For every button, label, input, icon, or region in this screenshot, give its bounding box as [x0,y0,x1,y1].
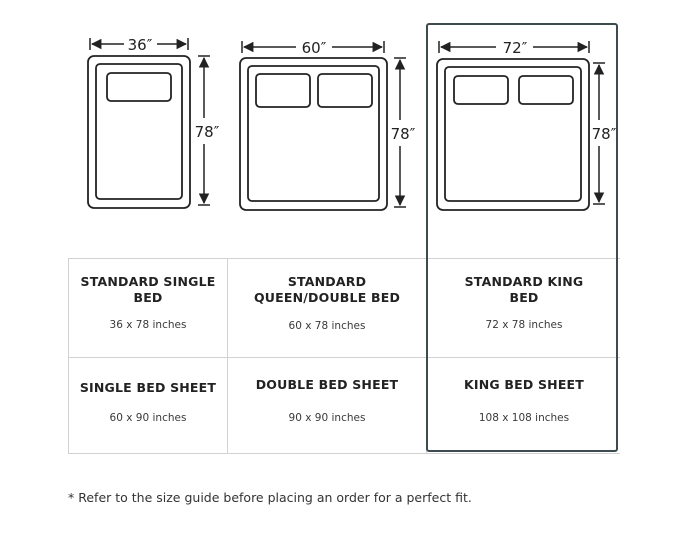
single-pillow [106,72,172,102]
queen-width-dimension: 60″ [241,39,385,57]
single-width-label: 36″ [128,36,153,54]
king-length-label: 78″ [592,125,617,143]
cell-size: 60 x 90 inches [109,412,187,424]
single-length-label: 78″ [195,123,220,141]
cell-title: DOUBLE BED SHEET [255,377,399,392]
queen-width-label: 60″ [302,39,327,57]
table-divider [227,259,228,453]
cell-title: STANDARD KING BED [464,274,584,305]
single-mattress [95,63,183,200]
size-table: STANDARD SINGLE BED 36 x 78 inches STAND… [68,258,620,454]
cell-title: SINGLE BED SHEET [79,380,217,395]
standard-queen-double-bed-cell: STANDARD QUEEN/DOUBLE BED 60 x 78 inches [228,259,426,357]
footnote: * Refer to the size guide before placing… [68,490,472,505]
king-pillow-right [518,75,574,105]
king-width-label: 72″ [503,39,528,57]
single-length-dimension: 78″ [195,55,220,206]
single-bed-frame [87,55,191,209]
single-bed-sheet-cell: SINGLE BED SHEET 60 x 90 inches [69,358,227,454]
queen-length-label: 78″ [391,125,416,143]
cell-title: STANDARD SINGLE BED [80,274,216,305]
single-bed-diagram: 36″ 78″ [87,36,220,209]
queen-pillow-left [255,73,311,108]
queen-bed-diagram: 60″ 78″ [239,39,416,211]
table-divider [69,357,620,358]
king-mattress [444,66,582,202]
cell-size: 108 x 108 inches [478,412,570,424]
king-pillow-left [453,75,509,105]
king-bed-sheet-cell: KING BED SHEET 108 x 108 inches [427,358,621,454]
king-length-dimension: 78″ [592,62,617,205]
queen-bed-frame [239,57,388,211]
cell-size: 72 x 78 inches [485,319,563,331]
cell-size: 36 x 78 inches [109,319,187,331]
cell-size: 60 x 78 inches [288,320,366,332]
bed-diagrams: 36″ 78″ 60″ 78″ [87,36,617,211]
king-width-dimension: 72″ [438,39,590,57]
cell-title: KING BED SHEET [463,377,585,392]
standard-king-bed-cell: STANDARD KING BED 72 x 78 inches [427,259,621,357]
cell-title: STANDARD QUEEN/DOUBLE BED [253,274,401,305]
single-width-dimension: 36″ [89,36,189,54]
king-bed-diagram: 72″ 78″ [436,39,617,211]
king-highlight-frame [426,23,618,452]
king-bed-frame [436,58,590,211]
queen-length-dimension: 78″ [391,57,416,208]
queen-mattress [247,65,380,202]
cell-size: 90 x 90 inches [288,412,366,424]
double-bed-sheet-cell: DOUBLE BED SHEET 90 x 90 inches [228,358,426,454]
standard-single-bed-cell: STANDARD SINGLE BED 36 x 78 inches [69,259,227,357]
queen-pillow-right [317,73,373,108]
